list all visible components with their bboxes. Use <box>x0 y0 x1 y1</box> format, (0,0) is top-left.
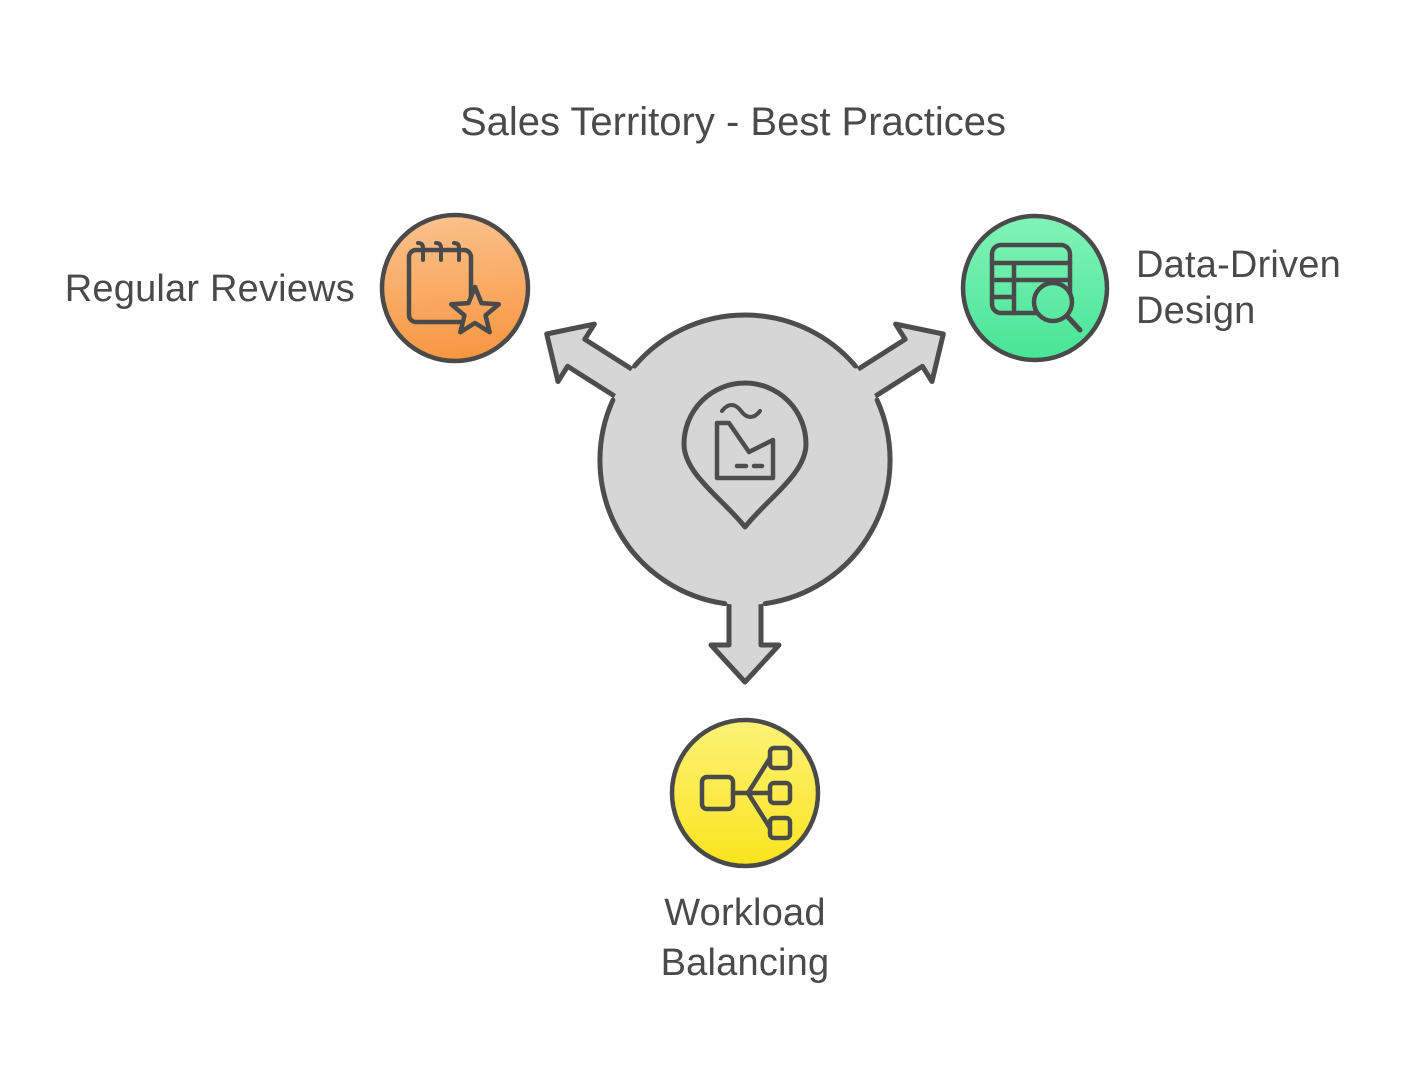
center-circle-arc <box>597 397 728 607</box>
data-driven-design-circle <box>960 213 1110 363</box>
factory-building <box>714 420 776 481</box>
table-grid-lines <box>989 260 1073 316</box>
node-workload-balancing <box>669 717 821 869</box>
magnifier-lens <box>1031 280 1075 324</box>
star <box>448 284 502 335</box>
center-circle-arc <box>632 312 858 369</box>
hierarchy-leaf-box-middle <box>767 780 793 806</box>
node-data-driven-design <box>960 213 1110 363</box>
regular-reviews-circle <box>379 212 531 364</box>
center-circle-arc <box>762 397 893 607</box>
location-pin-outline <box>681 380 809 530</box>
notepad-star-icon <box>406 241 502 335</box>
label-data-driven-design: Data-Driven Design <box>1136 244 1341 332</box>
hierarchy-leaf-box-bottom <box>767 815 793 841</box>
table-search-icon <box>989 242 1083 333</box>
label-regular-reviews: Regular Reviews <box>64 268 355 310</box>
page-title: Sales Territory - Best Practices <box>459 100 1007 144</box>
notepad-binding-rings <box>416 241 461 262</box>
smoke-squiggle <box>720 403 762 419</box>
factory-location-pin-icon <box>681 380 809 530</box>
hierarchy-leaf-box-top <box>767 745 793 771</box>
label-workload-balancing: Workload Balancing <box>660 892 830 984</box>
center-hub-node <box>544 312 946 685</box>
magnifier-handle <box>1064 313 1083 333</box>
hierarchy-icon <box>699 745 793 841</box>
hierarchy-links <box>730 755 773 831</box>
node-regular-reviews <box>379 212 531 364</box>
center-circle <box>600 315 890 605</box>
